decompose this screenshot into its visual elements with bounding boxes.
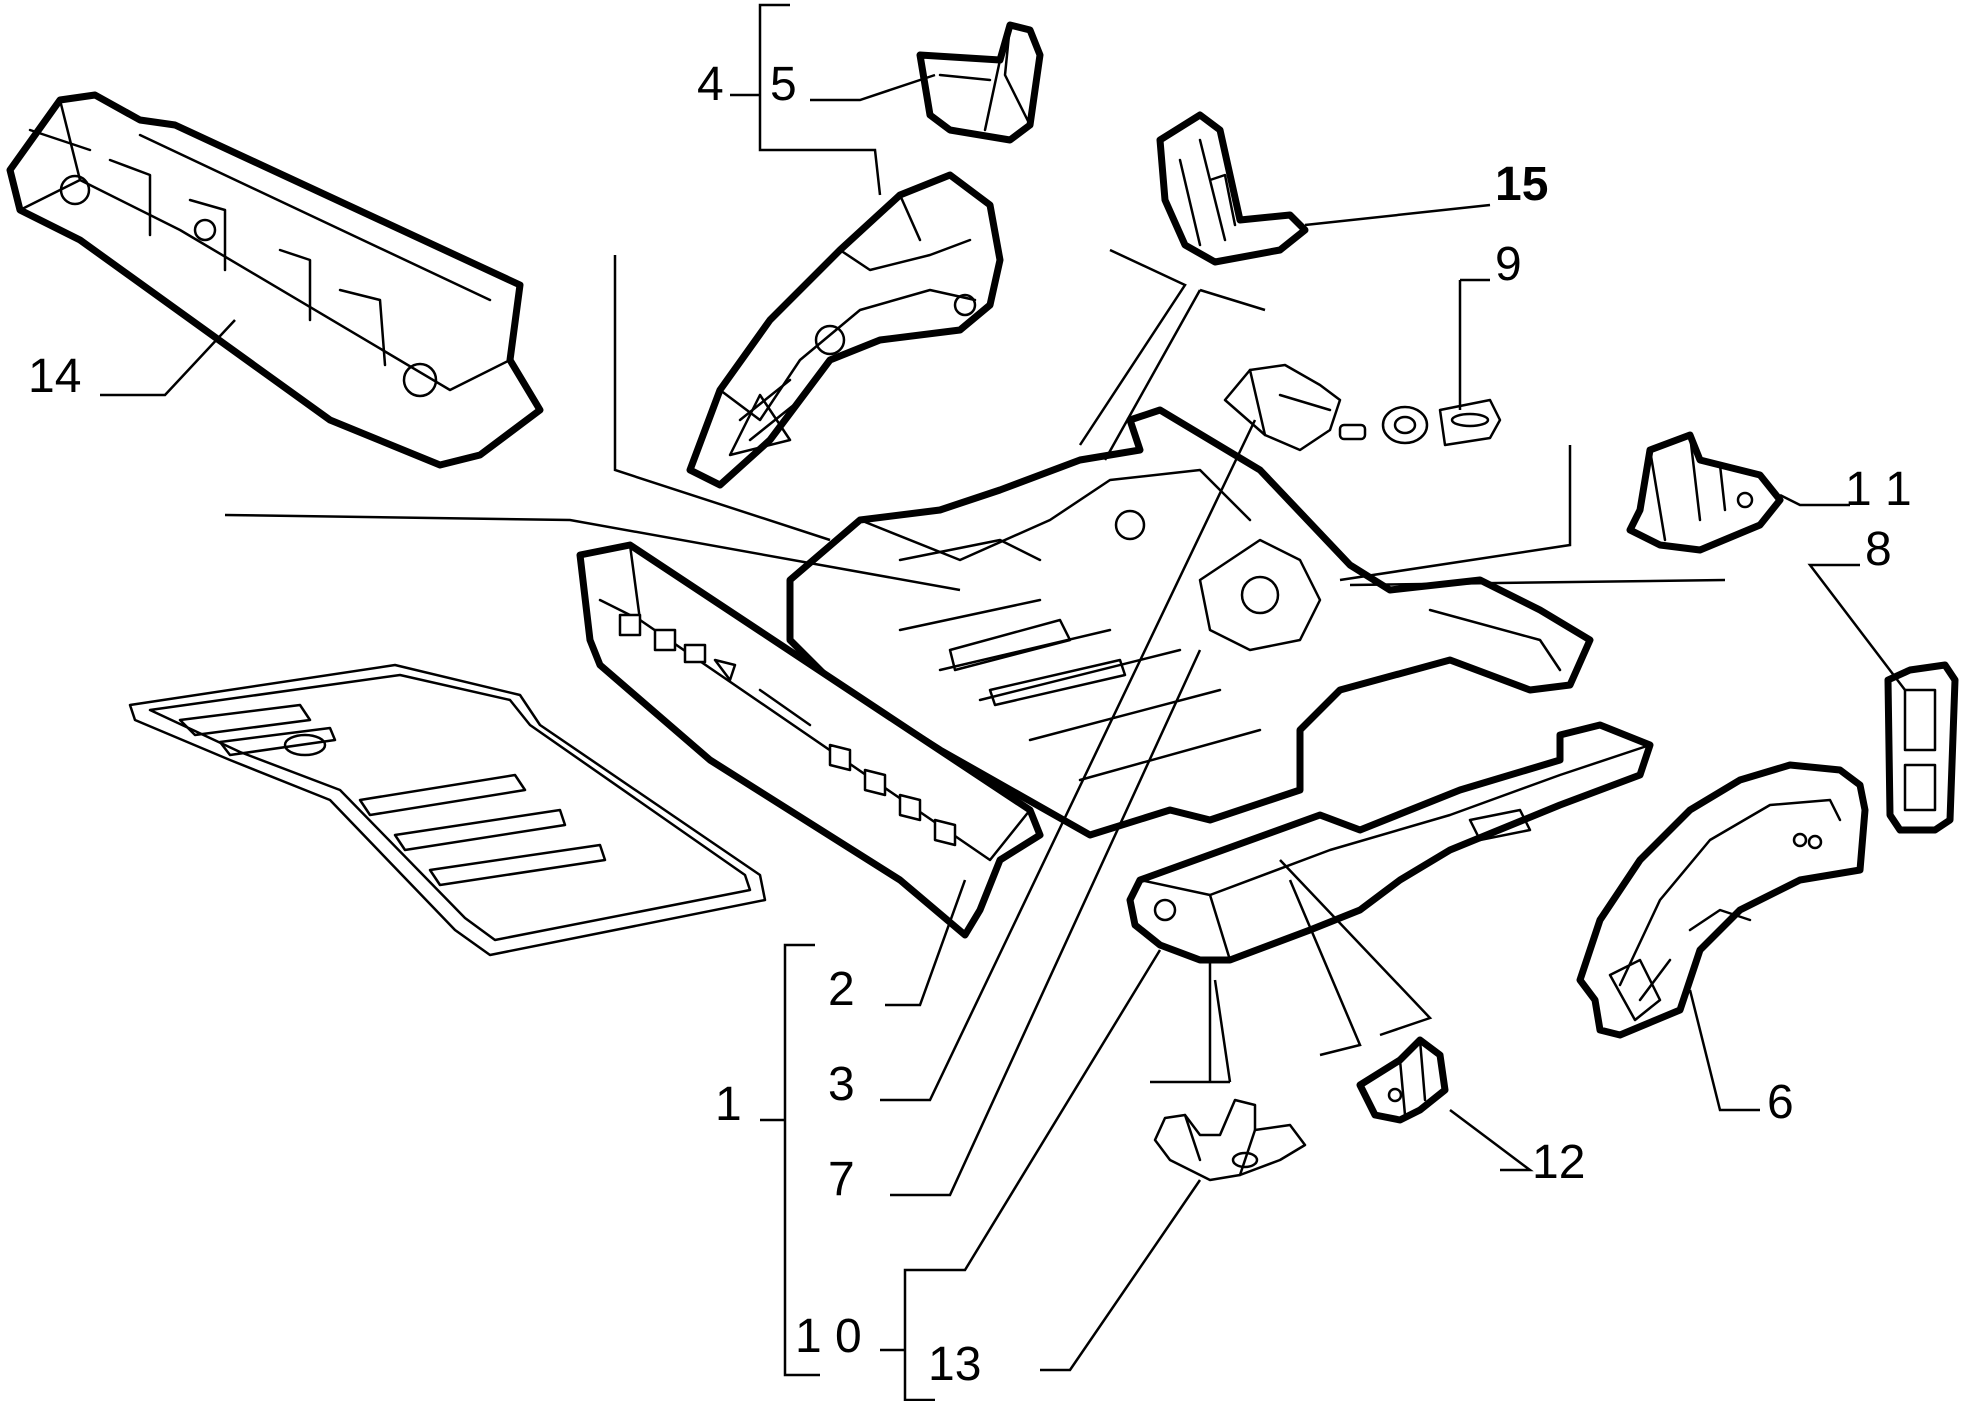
callout-2: 2 <box>828 963 855 1016</box>
callout-4: 4 <box>697 58 724 111</box>
callout-11: 1 1 <box>1845 463 1912 516</box>
callout-8: 8 <box>1865 523 1892 576</box>
callout-5: 5 <box>770 58 797 111</box>
part-11-bracket <box>1626 431 1784 554</box>
part-15-support-bracket <box>1156 111 1309 266</box>
callout-10: 1 0 <box>795 1310 862 1363</box>
callout-7: 7 <box>828 1153 855 1206</box>
floor-panel-left <box>128 663 767 957</box>
callout-14: 14 <box>28 350 81 403</box>
part-10-longitudinal-member <box>1126 721 1654 964</box>
callout-15: 15 <box>1495 158 1548 211</box>
main-floor-pan <box>786 406 1594 839</box>
part-14-rear-crossmember <box>6 91 544 469</box>
callout-13: 13 <box>928 1338 981 1391</box>
leader-lines <box>100 3 1906 1401</box>
part-8-panel <box>1884 661 1959 834</box>
callout-6: 6 <box>1767 1076 1794 1129</box>
part-5-bracket <box>916 21 1044 144</box>
part-12-bracket <box>1356 1036 1449 1124</box>
part-4-wheel-arch-left <box>686 171 1004 489</box>
part-2-side-sill <box>576 541 1044 939</box>
part-6-wheel-arch-right <box>1576 761 1869 1039</box>
callout-9: 9 <box>1495 238 1522 291</box>
callout-12: 12 <box>1532 1136 1585 1189</box>
callout-labels: 4 5 15 9 14 1 1 8 2 3 1 7 1 0 13 12 6 <box>28 58 1912 1391</box>
part-13-bracket <box>1153 1098 1307 1182</box>
callout-1: 1 <box>715 1078 742 1131</box>
callout-3: 3 <box>828 1058 855 1111</box>
part-9-fastener-set <box>1223 363 1502 452</box>
